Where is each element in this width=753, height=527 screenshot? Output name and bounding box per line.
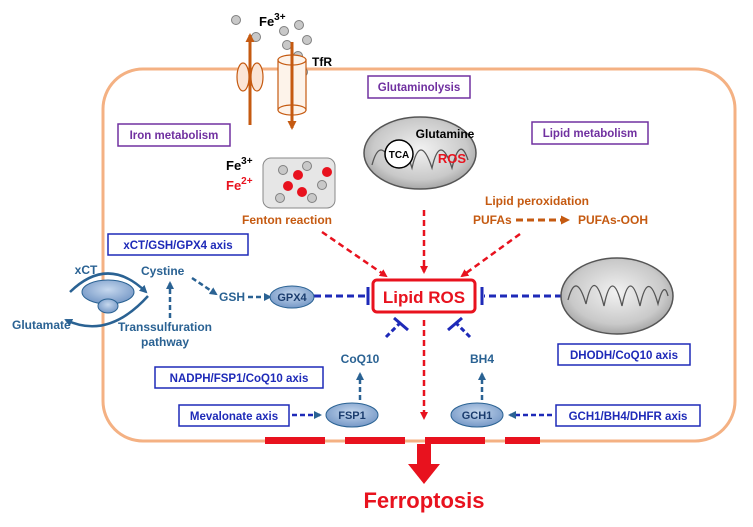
iron-metabolism-box: Iron metabolism <box>117 123 231 147</box>
svg-text:NADPH/FSP1/CoQ10 axis: NADPH/FSP1/CoQ10 axis <box>170 373 309 385</box>
lipid-ros-box: Lipid ROS <box>371 278 477 314</box>
tfr-label: TfR <box>312 55 332 69</box>
svg-text:xCT: xCT <box>75 263 98 277</box>
gsh-pathway: GSH GPX4 <box>191 276 315 309</box>
nadph-axis-box: NADPH/FSP1/CoQ10 axis <box>154 366 324 389</box>
svg-text:Lipid metabolism: Lipid metabolism <box>543 128 638 140</box>
ferroptosis-label: Ferroptosis <box>363 488 484 513</box>
transsulfuration-pathway: Transsulfuration pathway <box>118 281 212 349</box>
lipid-metabolism-box: Lipid metabolism <box>531 121 649 145</box>
svg-text:xCT/GSH/GPX4 axis: xCT/GSH/GPX4 axis <box>123 240 232 252</box>
svg-text:Glutamine: Glutamine <box>416 127 475 141</box>
glutamate-label: Glutamate <box>12 318 71 332</box>
svg-text:Mevalonate axis: Mevalonate axis <box>190 411 278 423</box>
coq10-label: CoQ10 <box>341 352 380 366</box>
fenton-reaction: Fe3+ Fe2+ Fenton reaction <box>226 156 336 227</box>
glutaminolysis-box: Glutaminolysis <box>367 75 471 99</box>
svg-text:PUFAs-OOH: PUFAs-OOH <box>578 213 648 227</box>
dhodh-axis-box: DHODH/CoQ10 axis <box>557 343 691 366</box>
svg-text:Fe2+: Fe2+ <box>226 176 253 193</box>
mitochondrion-dhodh <box>560 257 674 335</box>
tfr-transporter: TfR <box>236 33 332 130</box>
xct-axis-box: xCT/GSH/GPX4 axis <box>107 233 249 256</box>
svg-text:Lipid ROS: Lipid ROS <box>383 288 465 307</box>
gch1-pathway: BH4 GCH1 <box>450 352 552 428</box>
svg-text:Fenton reaction: Fenton reaction <box>242 213 332 227</box>
svg-text:pathway: pathway <box>141 335 189 349</box>
svg-text:PUFAs: PUFAs <box>473 213 512 227</box>
svg-text:Fe3+: Fe3+ <box>259 12 286 29</box>
svg-text:Lipid peroxidation: Lipid peroxidation <box>485 194 589 208</box>
svg-text:Iron metabolism: Iron metabolism <box>130 130 219 142</box>
svg-text:DHODH/CoQ10 axis: DHODH/CoQ10 axis <box>570 350 678 362</box>
gch1-axis-box: GCH1/BH4/DHFR axis <box>555 404 701 427</box>
ferroptosis-arrow <box>408 444 440 484</box>
lipid-peroxidation: Lipid peroxidation PUFAs PUFAs-OOH <box>473 194 648 227</box>
gpx4-node: GPX4 <box>277 292 307 304</box>
cystine-label: Cystine <box>141 264 185 278</box>
svg-text:GCH1/BH4/DHFR axis: GCH1/BH4/DHFR axis <box>569 411 688 423</box>
svg-text:TCA: TCA <box>389 150 410 161</box>
xct-transporter: xCT <box>64 263 149 328</box>
mevalonate-axis-box: Mevalonate axis <box>178 404 290 427</box>
gch1-node: GCH1 <box>462 410 493 422</box>
fe3-outside-label: Fe3+ <box>259 12 286 29</box>
svg-text:ROS: ROS <box>438 151 467 166</box>
gsh-label: GSH <box>219 290 245 304</box>
svg-text:Transsulfuration: Transsulfuration <box>118 320 212 334</box>
svg-text:Glutaminolysis: Glutaminolysis <box>378 82 460 94</box>
ros-input-arrows <box>321 210 521 420</box>
fsp1-node: FSP1 <box>338 410 366 422</box>
svg-text:Fe3+: Fe3+ <box>226 156 253 173</box>
bh4-label: BH4 <box>470 352 494 366</box>
cell-membrane <box>101 67 737 443</box>
membrane-rupture-marks <box>265 437 540 444</box>
fsp1-pathway: CoQ10 FSP1 <box>292 352 380 428</box>
mitochondrion-glutamine: TCA Glutamine ROS <box>363 116 477 190</box>
inhibition-lines <box>314 287 562 339</box>
